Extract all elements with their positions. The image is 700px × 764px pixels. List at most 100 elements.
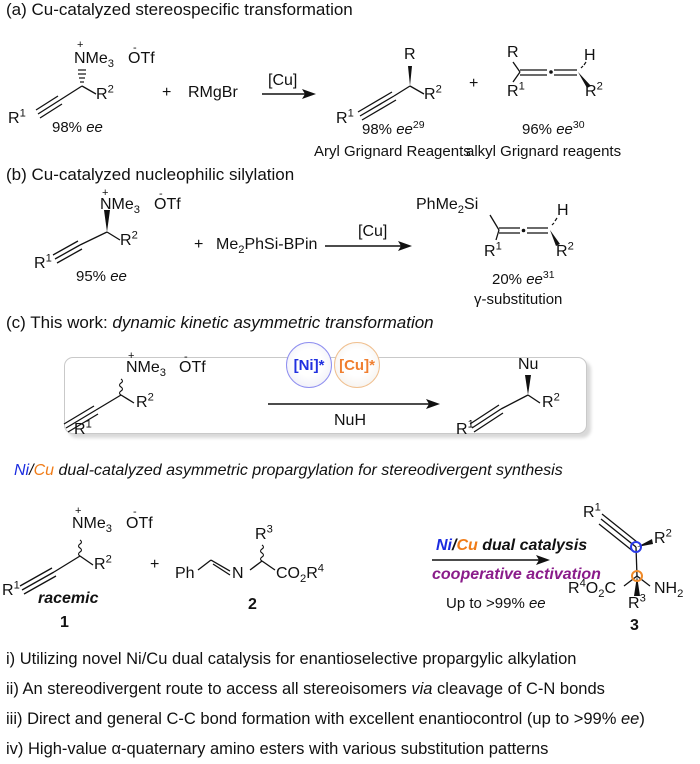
ni-catalyst-bubble: [Ni]* [286, 342, 332, 388]
minus-charge: - [133, 506, 137, 518]
r2-label: R2 [96, 83, 114, 103]
r-label: R [507, 44, 519, 61]
cu-catalyst-bubble: [Cu]* [334, 342, 380, 388]
allene-center-dot [521, 228, 526, 233]
r1-label: R1 [8, 107, 26, 127]
minus-charge: - [159, 188, 163, 200]
r2-label: R2 [585, 80, 603, 100]
r2-label: R2 [120, 229, 138, 249]
dual-catalysis-label: Ni/Cu dual catalysis [436, 537, 588, 554]
r3-label: R3 [628, 592, 646, 612]
r1-label: R1 [484, 240, 502, 260]
ammonium-group: NMe3 [100, 196, 141, 217]
box-arrow [268, 399, 440, 409]
nu-label: Nu [518, 356, 539, 373]
r1-label: R1 [456, 418, 474, 438]
r2-label: R2 [542, 391, 560, 411]
section-b-product-wedge [550, 230, 560, 246]
ammonium-group: NMe3 [74, 50, 115, 71]
triflate-counterion: OTf [154, 196, 181, 213]
compound-3-number: 3 [630, 617, 639, 634]
section-a-header: (a) Cu-catalyzed stereospecific transfor… [6, 0, 353, 19]
r1-label: R1 [2, 579, 20, 599]
stereocenter-ni-marker [630, 541, 642, 553]
product1-ee: 98% ee29 [362, 119, 425, 138]
cooperative-activation-label: cooperative activation [432, 566, 601, 583]
tagline: Ni/Cu dual-catalyzed asymmetric propargy… [14, 462, 563, 479]
plus-charge: + [102, 187, 109, 199]
product2-ee: 96% ee30 [522, 119, 585, 138]
section-a-hash-wedge [78, 69, 86, 83]
section-a-product1-wedge [408, 66, 412, 86]
r1-label: R1 [74, 418, 92, 438]
imine-bonds [197, 544, 276, 576]
substrate-ee: 98% ee [52, 119, 103, 136]
stereocenter-cu-marker [631, 570, 643, 582]
compound-2-number: 2 [248, 596, 257, 613]
r2-label: R2 [424, 83, 442, 103]
r3-label: R3 [255, 523, 273, 543]
ester-group-label: R4O2C [568, 577, 617, 601]
silylboron-reagent: Me2PhSi-BPin [216, 236, 318, 257]
silyl-group: PhMe2Si [416, 196, 479, 217]
r1-label: R1 [583, 501, 601, 521]
plus-sign: + [162, 84, 172, 101]
r2-label: R2 [136, 391, 154, 411]
triflate-counterion: OTf [128, 50, 155, 67]
cu-catalyst-label: [Cu] [358, 223, 388, 240]
h-label: H [584, 47, 596, 64]
product2-label: alkyl Grignard reagents [466, 143, 622, 160]
box-product-wedge [525, 375, 531, 395]
r1-label: R1 [34, 252, 52, 272]
minus-charge: - [184, 351, 188, 363]
r1-label: R1 [336, 107, 354, 127]
bullet-1: i) Utilizing novel Ni/Cu dual catalysis … [6, 650, 577, 668]
racemic-label: racemic [38, 590, 99, 607]
imine-n-label: N [232, 565, 244, 582]
substrate-ee: 95% ee [76, 268, 127, 285]
section-a-arrow [262, 89, 316, 99]
h-label: H [557, 202, 569, 219]
ee-result: Up to >99% ee [446, 595, 546, 612]
scheme-substrate-bonds [19, 539, 94, 595]
box-substrate-bonds [63, 378, 135, 433]
section-b-product-hash [551, 217, 558, 226]
nucleophile-reagent: NuH [334, 412, 367, 429]
plus-charge: + [77, 39, 84, 51]
triflate-counterion: OTf [126, 515, 153, 532]
section-b-substrate-bonds [52, 231, 121, 264]
product1-label: Aryl Grignard Reagents [314, 143, 471, 160]
ammonium-group: NMe3 [72, 515, 113, 536]
scheme-arrow [432, 555, 550, 565]
r2-label: R2 [556, 240, 574, 260]
box-product-bonds [469, 394, 541, 433]
allene-center-dot [549, 70, 553, 74]
section-a-product2-hash [580, 61, 587, 69]
ester-label: CO2R4 [276, 562, 325, 586]
plus-sign: + [194, 236, 204, 253]
triflate-counterion: OTf [179, 359, 206, 376]
minus-charge: - [133, 42, 137, 54]
section-a-product2-wedge [578, 72, 591, 88]
product-ee: 20% ee31 [492, 269, 555, 288]
bullet-3: iii) Direct and general C-C bond formati… [6, 710, 645, 728]
section-c-header: (c) This work: dynamic kinetic asymmetri… [6, 313, 434, 332]
plus-charge: + [128, 350, 135, 362]
plus-sign: + [469, 75, 479, 92]
r1-label: R1 [507, 80, 525, 100]
product-3-wedge-r3 [634, 576, 640, 596]
section-b-product-bonds [489, 214, 548, 241]
section-a-product2-bonds [512, 61, 577, 83]
section-a-substrate-bonds [35, 85, 97, 119]
ammonium-group: NMe3 [126, 359, 167, 380]
bullet-4: iv) High-value α-quaternary amino esters… [6, 740, 549, 758]
section-b-header: (b) Cu-catalyzed nucleophilic silylation [6, 165, 295, 184]
section-a-product1-bonds [357, 85, 425, 121]
phenyl-label: Ph [175, 565, 195, 582]
gamma-substitution-label: γ-substitution [474, 291, 563, 308]
plus-charge: + [75, 505, 82, 517]
r-label: R [404, 46, 416, 63]
